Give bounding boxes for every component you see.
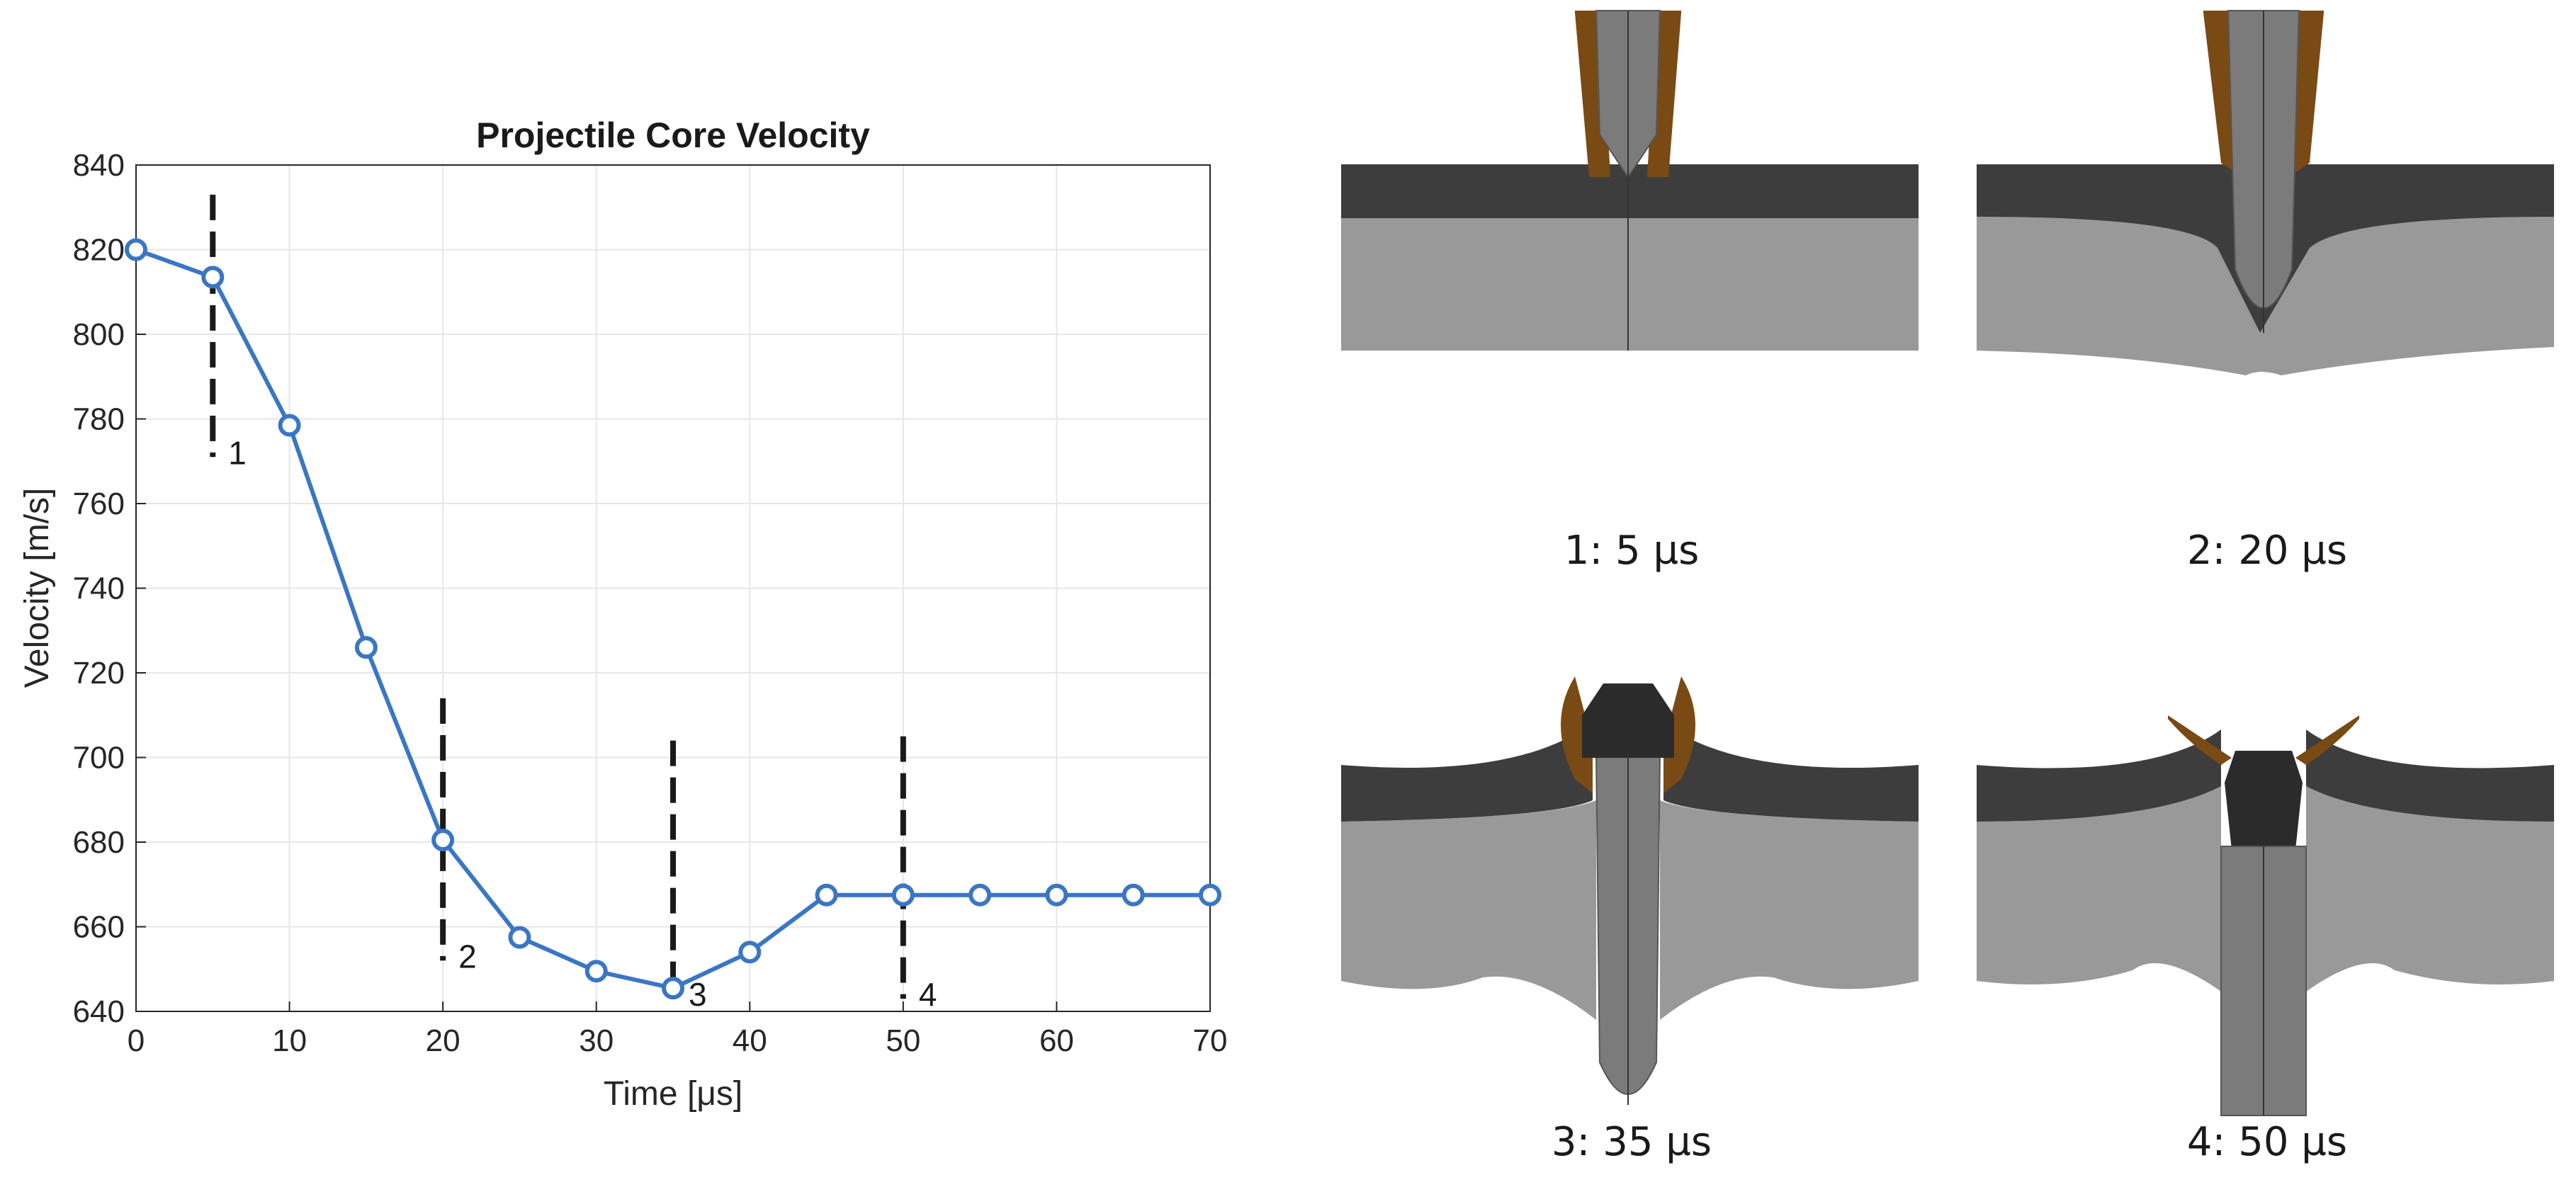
time-marker-label: 2 bbox=[458, 938, 477, 975]
x-tick-label: 30 bbox=[579, 1023, 614, 1058]
snapshot-caption-4: 4: 50 µs bbox=[2186, 1119, 2348, 1165]
y-tick-label: 660 bbox=[73, 910, 125, 945]
y-tick-label: 840 bbox=[73, 148, 125, 183]
data-point-marker bbox=[278, 414, 301, 437]
data-point-marker bbox=[354, 636, 378, 659]
data-point-marker bbox=[968, 883, 992, 907]
x-tick-label: 10 bbox=[272, 1023, 307, 1058]
grid-lines bbox=[135, 164, 1211, 1012]
data-point-marker bbox=[584, 960, 608, 983]
snapshot-caption-3: 3: 35 µs bbox=[1551, 1119, 1712, 1165]
data-point-marker bbox=[201, 266, 225, 289]
data-point-marker bbox=[1199, 883, 1221, 907]
front-plate bbox=[1341, 722, 1919, 822]
x-tick-label: 0 bbox=[128, 1023, 145, 1058]
snapshot-1-drawing bbox=[1341, 10, 1919, 351]
velocity-line bbox=[135, 247, 1210, 991]
data-point-marker bbox=[125, 238, 147, 261]
x-tick-label: 60 bbox=[1039, 1023, 1074, 1058]
time-marker-label: 1 bbox=[228, 434, 247, 471]
snapshot-3-drawing bbox=[1341, 676, 1919, 1105]
data-point-marker bbox=[1045, 883, 1068, 907]
data-point-marker bbox=[1122, 883, 1145, 907]
y-tick-label: 780 bbox=[73, 402, 125, 437]
y-tick-label: 700 bbox=[73, 741, 125, 776]
y-tick-label: 640 bbox=[73, 994, 125, 1029]
data-point-marker bbox=[662, 977, 684, 1000]
y-tick-label: 720 bbox=[73, 656, 125, 691]
velocity-series bbox=[125, 238, 1221, 1000]
snapshot-caption-1: 1: 5 µs bbox=[1564, 528, 1700, 574]
jacket bbox=[2168, 715, 2359, 765]
data-point-marker bbox=[431, 829, 455, 852]
projectile-tip bbox=[1582, 683, 1674, 758]
chart-title: Projectile Core Velocity bbox=[476, 115, 870, 155]
snapshot-panel-1: 1: 5 µs bbox=[1341, 0, 1922, 581]
y-tick-label: 760 bbox=[73, 487, 125, 521]
front-plate bbox=[1977, 730, 2554, 822]
time-marker-label: 4 bbox=[919, 976, 937, 1013]
data-point-marker bbox=[508, 926, 531, 949]
snapshot-panel-2: 2: 20 µs bbox=[1977, 0, 2558, 581]
snapshot-panel-4: 4: 50 µs bbox=[1977, 637, 2558, 1192]
snapshot-2-drawing bbox=[1977, 10, 2554, 375]
x-tick-label: 20 bbox=[426, 1023, 461, 1058]
x-tick-label: 70 bbox=[1193, 1023, 1228, 1058]
time-marker-label: 3 bbox=[689, 976, 707, 1013]
snapshot-4-drawing bbox=[1977, 715, 2554, 1116]
velocity-chart: 0 10 20 30 40 50 60 70 640 660 680 700 720 740 760 780 8… bbox=[18, 115, 1228, 1113]
back-plate bbox=[1977, 212, 2554, 375]
y-axis-label: Velocity [m/s] bbox=[18, 488, 56, 688]
data-point-marker bbox=[891, 883, 915, 907]
back-plate bbox=[1977, 786, 2554, 992]
projectile-tip bbox=[2225, 751, 2303, 850]
axis-ticks: 0 10 20 30 40 50 60 70 640 660 680 700 720 740 760 780 8… bbox=[73, 148, 1228, 1058]
y-tick-label: 820 bbox=[73, 233, 125, 268]
x-tick-label: 40 bbox=[733, 1023, 767, 1058]
back-plate bbox=[1341, 212, 1919, 351]
x-tick-label: 50 bbox=[886, 1023, 920, 1058]
y-tick-label: 680 bbox=[73, 825, 125, 860]
snapshot-panel-3: 3: 35 µs bbox=[1341, 637, 1922, 1192]
data-point-marker bbox=[815, 883, 838, 907]
data-point-marker bbox=[738, 941, 762, 964]
x-axis-label: Time [μs] bbox=[604, 1075, 743, 1113]
back-plate bbox=[1341, 800, 1919, 1020]
y-tick-label: 800 bbox=[73, 317, 125, 352]
snapshot-caption-2: 2: 20 µs bbox=[2186, 528, 2348, 574]
y-tick-label: 740 bbox=[73, 572, 125, 606]
